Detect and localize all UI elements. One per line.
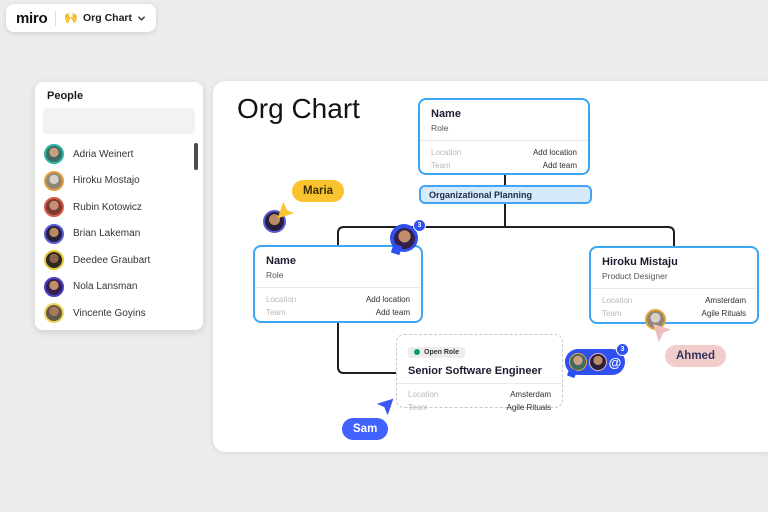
open-role-badge: Open Role: [408, 346, 466, 358]
team-value: Agile Rituals: [506, 403, 551, 412]
person-row[interactable]: Adria Weinert: [35, 141, 203, 168]
board-name: Org Chart: [83, 12, 133, 24]
card-divider: [591, 288, 757, 289]
card-divider: [420, 140, 588, 141]
collaborator-count-badge: 3: [413, 219, 426, 232]
person-name: Rubin Kotowicz: [73, 201, 142, 213]
card-divider: [255, 287, 421, 288]
location-value[interactable]: Add location: [365, 295, 410, 304]
person-name: Adria Weinert: [73, 148, 134, 160]
mention-avatar: [568, 353, 587, 371]
person-row[interactable]: Hiroku Mostajo: [35, 168, 203, 195]
person-row[interactable]: Rubin Kotowicz: [35, 194, 203, 221]
people-panel-title: People: [47, 90, 84, 102]
ahmed-cursor-icon: [652, 323, 672, 343]
board-canvas[interactable]: Org Chart Name Role Location Add locatio…: [213, 81, 768, 452]
location-label: Location: [266, 295, 297, 304]
person-name: Deedee Graubart: [73, 254, 151, 266]
org-card-root[interactable]: Name Role Location Add location Team Add…: [418, 98, 590, 175]
person-row[interactable]: Brian Lakeman: [35, 221, 203, 248]
person-name: Hiroku Mostajo: [73, 175, 140, 187]
location-value[interactable]: Add location: [532, 148, 577, 157]
card-role: Product Designer: [602, 271, 668, 281]
app-topbar: miro 🙌 Org Chart: [6, 4, 157, 32]
team-value[interactable]: Add team: [375, 308, 410, 317]
person-avatar: [44, 144, 64, 165]
mention-bubble[interactable]: @ 3: [565, 343, 629, 379]
maria-cursor-icon: [277, 201, 295, 219]
search-input[interactable]: [57, 115, 189, 127]
location-label: Location: [602, 296, 633, 305]
maria-cursor-label: Maria: [292, 180, 345, 202]
chevron-down-icon: [138, 15, 145, 21]
people-panel: People Adria Weinert Hiroku Mostajo Rubi…: [35, 82, 203, 330]
open-role-card[interactable]: Open Role Senior Software Engineer Locat…: [396, 334, 563, 412]
card-role: Role: [266, 270, 284, 280]
person-avatar: [44, 170, 64, 191]
card-name: Name: [266, 255, 296, 267]
person-row[interactable]: Vincente Goyins: [35, 300, 203, 327]
org-planning-tag[interactable]: Organizational Planning: [419, 185, 592, 204]
person-avatar: [44, 223, 64, 244]
open-role-badge-label: Open Role: [424, 348, 460, 356]
team-label: Team: [408, 403, 428, 412]
mention-count-badge: 3: [616, 343, 629, 356]
open-role-dot-icon: [414, 349, 420, 355]
team-label: Team: [431, 161, 451, 170]
location-value: Amsterdam: [705, 296, 746, 305]
card-name: Name: [431, 108, 461, 120]
canvas-title[interactable]: Org Chart: [237, 93, 360, 124]
person-name: Nola Lansman: [73, 281, 138, 293]
person-row[interactable]: Nola Lansman: [35, 274, 203, 301]
board-emoji-icon: 🙌: [64, 11, 79, 24]
team-value: Agile Rituals: [701, 309, 746, 318]
person-row[interactable]: Deedee Graubart: [35, 247, 203, 274]
board-switcher[interactable]: 🙌 Org Chart: [64, 12, 146, 24]
org-card-hiroku[interactable]: Hiroku Mistaju Product Designer Location…: [589, 246, 759, 324]
people-search[interactable]: [43, 108, 195, 134]
mention-avatar: [588, 353, 607, 371]
card-name: Hiroku Mistaju: [602, 256, 678, 268]
people-list: Adria Weinert Hiroku Mostajo Rubin Kotow…: [35, 141, 203, 327]
location-value: Amsterdam: [510, 390, 551, 399]
people-scrollbar[interactable]: [194, 143, 198, 170]
sam-cursor-label: Sam: [342, 418, 389, 440]
person-name: Brian Lakeman: [73, 228, 141, 240]
person-avatar: [44, 276, 64, 297]
org-card-left[interactable]: Name Role Location Add location Team Add…: [253, 245, 423, 323]
card-role: Role: [431, 123, 449, 133]
card-divider: [397, 383, 562, 384]
topbar-divider: [55, 10, 57, 26]
card-title: Senior Software Engineer: [408, 365, 542, 377]
team-label: Team: [602, 309, 622, 318]
location-label: Location: [431, 148, 462, 157]
collaborator-bubble[interactable]: 3: [390, 219, 426, 256]
at-icon: @: [608, 354, 622, 370]
sam-cursor-icon: [376, 398, 394, 416]
person-name: Vincente Goyins: [73, 307, 146, 319]
person-avatar: [44, 250, 64, 271]
person-avatar: [44, 197, 64, 218]
person-avatar: [44, 303, 64, 324]
miro-logo: miro: [16, 9, 48, 27]
ahmed-cursor-label: Ahmed: [665, 345, 726, 367]
team-value[interactable]: Add team: [542, 161, 577, 170]
location-label: Location: [408, 390, 439, 399]
team-label: Team: [266, 308, 286, 317]
bubble-tail: [566, 367, 578, 379]
tag-label: Organizational Planning: [429, 189, 533, 200]
